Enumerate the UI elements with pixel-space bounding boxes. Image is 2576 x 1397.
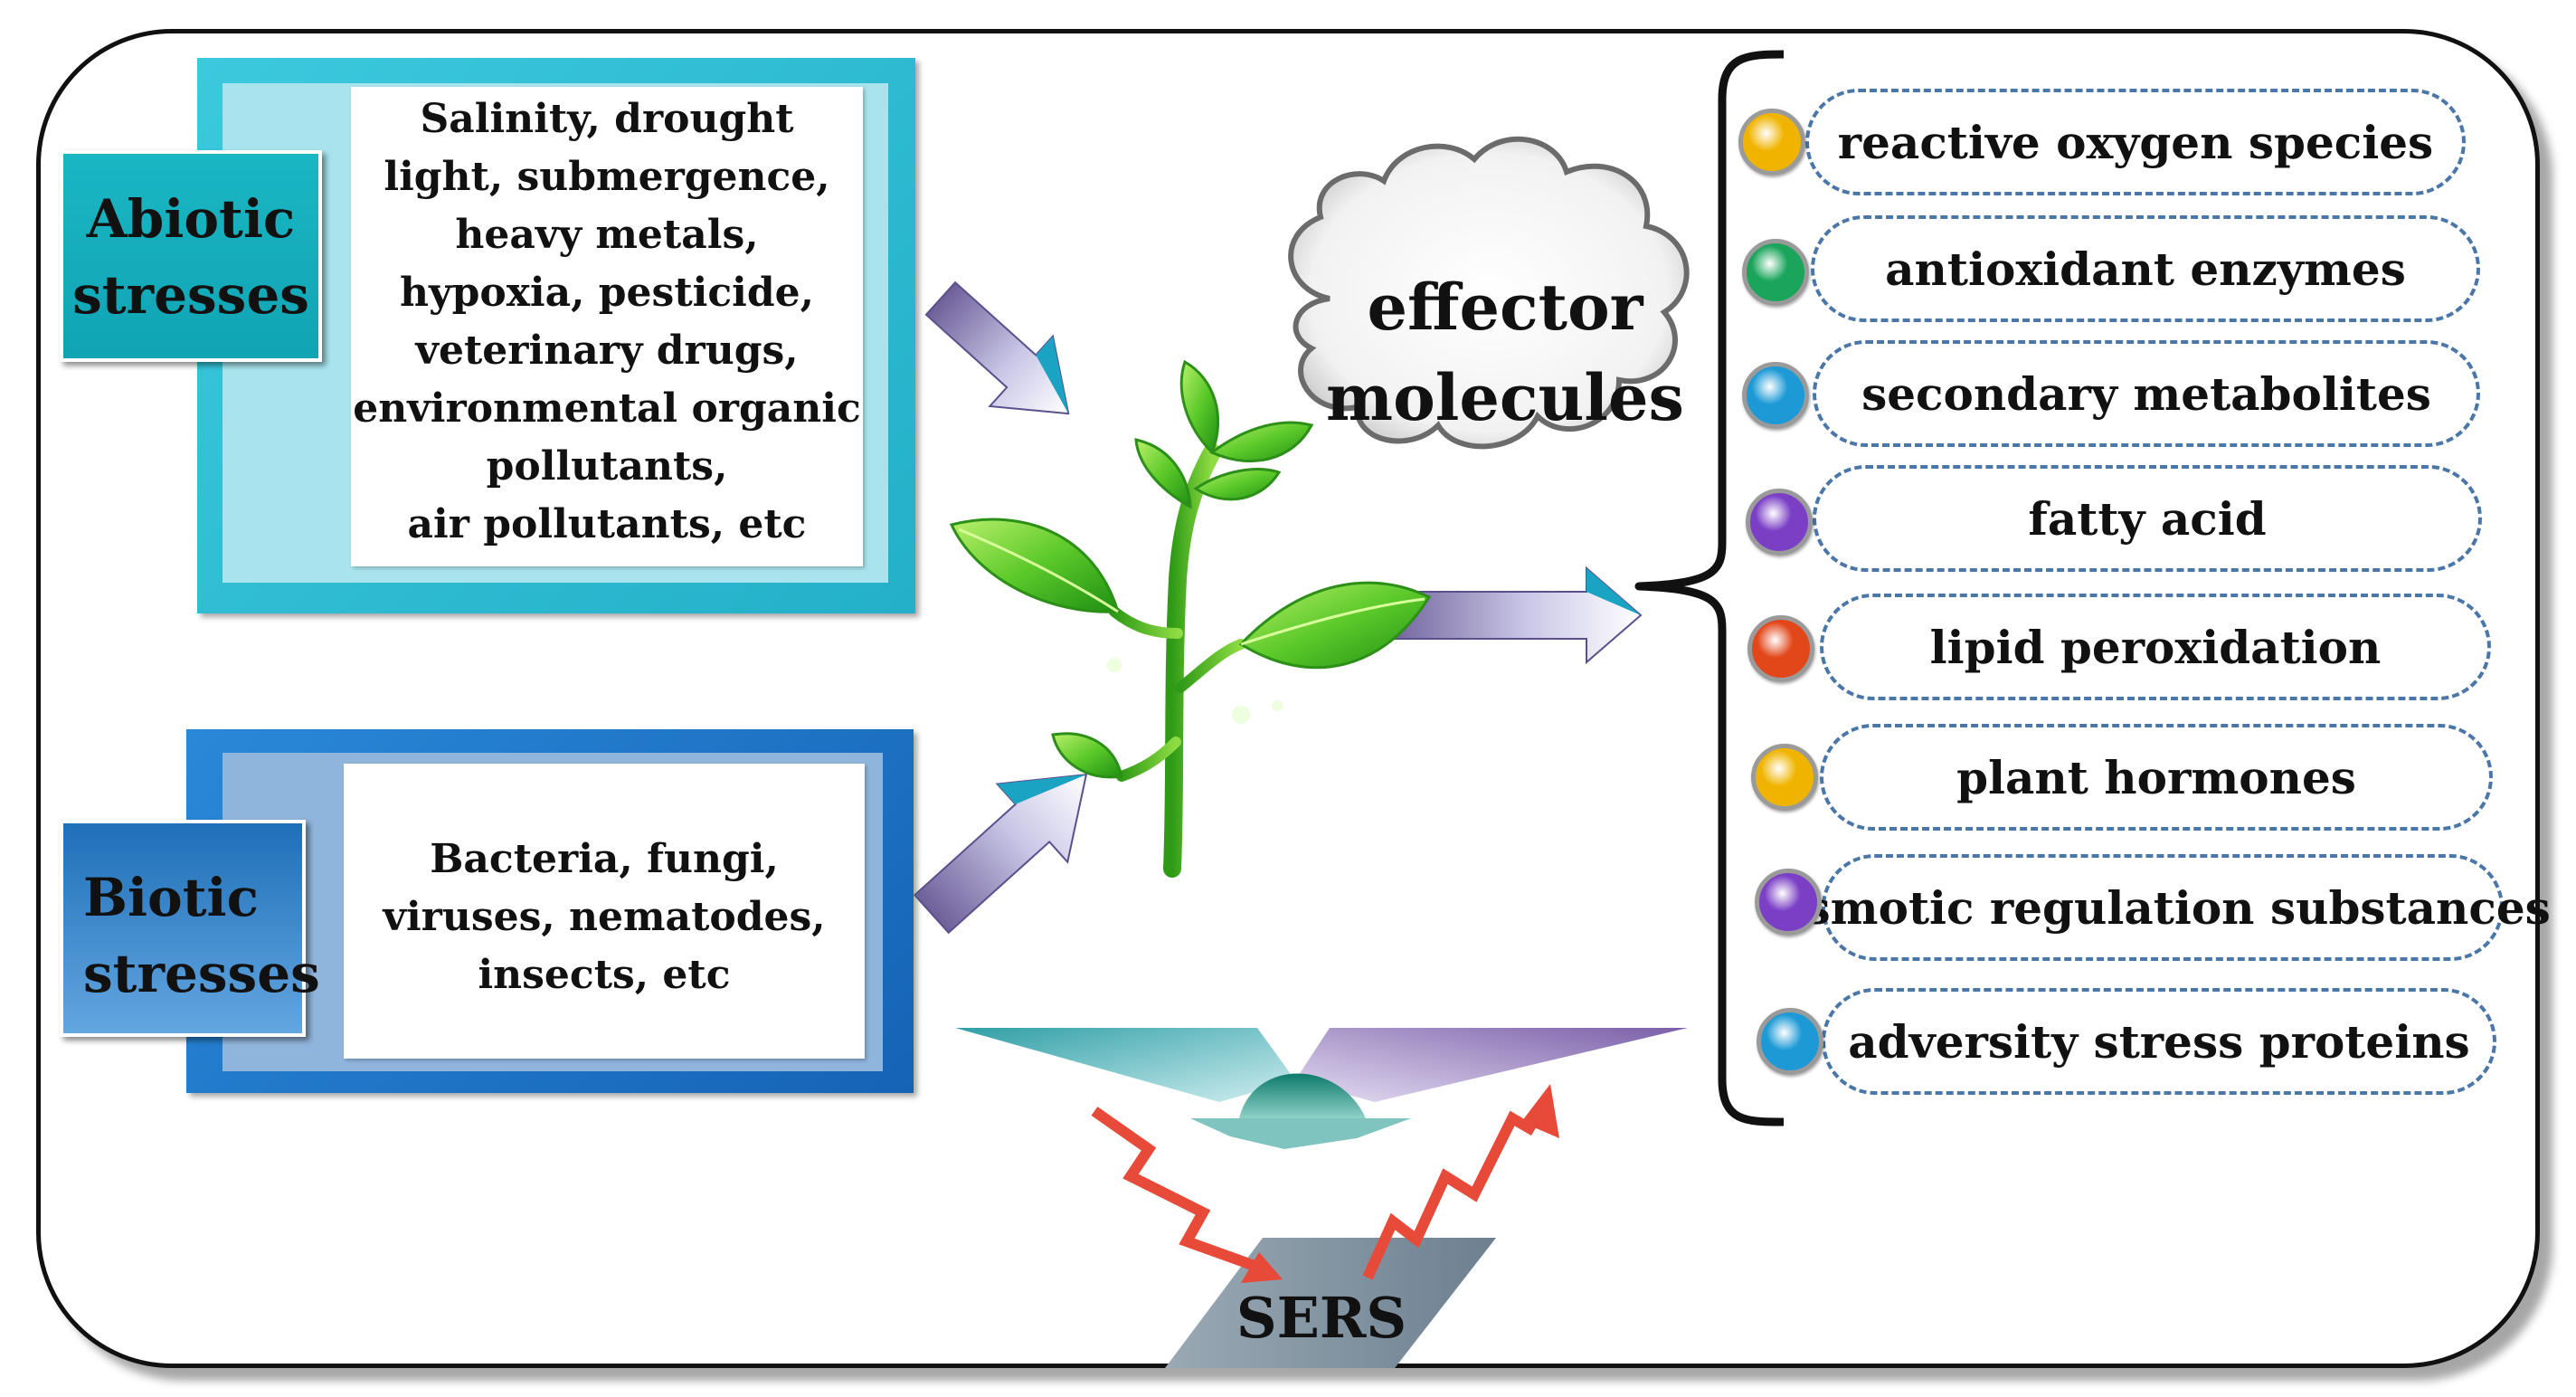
sers-label: SERS [1236,1285,1407,1351]
effector-item: lipid peroxidation [1820,594,2491,700]
abiotic-line: light, submergence, [384,154,830,200]
abiotic-line: air pollutants, etc [407,501,807,547]
biotic-line: viruses, nematodes, [383,894,826,940]
effector-item: fatty acid [1813,465,2482,572]
effector-item: antioxidant enzymes [1811,215,2480,322]
plant-icon [949,359,1432,878]
abiotic-line: Salinity, drought [420,96,794,142]
biotic-stresses-label: Biotic stresses [60,820,320,1037]
effector-bullet-icon [1738,109,1805,176]
abiotic-line: heavy metals, [455,212,759,258]
effector-bullet-icon [1746,489,1813,556]
abiotic-line: pollutants, [486,443,728,489]
effector-label: secondary metabolites [1861,366,2431,421]
effector-label: reactive oxygen species [1837,115,2434,169]
effector-item: adversity stress proteins [1822,988,2496,1095]
effector-bullet-icon [1742,362,1809,429]
abiotic-label-line: Abiotic [86,188,296,250]
biotic-arrow-icon [913,773,1088,935]
effector-label: lipid peroxidation [1929,620,2382,674]
effector-bullet-icon [1747,615,1814,682]
abiotic-line: hypoxia, pesticide, [400,270,814,316]
biotic-line: insects, etc [478,952,731,998]
plant-to-effector-arrow-icon [1383,565,1643,665]
effector-bullet-icon [1755,869,1822,936]
biotic-line: Bacteria, fungi, [430,836,779,882]
abiotic-panel-content [351,87,863,566]
brace-icon [1634,50,1785,1126]
abiotic-stresses-label: Abiotic stresses [60,150,322,362]
prism-icon [955,1028,1688,1149]
cloud-line: molecules [1326,360,1684,435]
effector-label: adversity stress proteins [1848,1014,2470,1069]
abiotic-label-line: stresses [72,264,309,326]
effector-label: fatty acid [2028,491,2267,546]
biotic-stress-list: Bacteria, fungi, viruses, nematodes, ins… [344,831,865,1004]
effector-item: plant hormones [1820,724,2493,831]
abiotic-arrow-icon [924,280,1070,415]
effector-label: antioxidant enzymes [1885,242,2406,296]
effector-item: secondary metabolites [1813,340,2480,447]
scattered-signal-arrow-icon [1362,1084,1559,1280]
abiotic-stress-list: Salinity, drought light, submergence, he… [351,90,863,554]
effector-bullet-icon [1742,239,1809,306]
effector-label: plant hormones [1956,750,2356,804]
biotic-label-line: stresses [83,943,320,1004]
effector-bullet-icon [1757,1008,1823,1075]
effector-item: reactive oxygen species [1805,89,2466,195]
effector-molecules-cloud: effector molecules [1297,262,1713,443]
abiotic-line: veterinary drugs, [415,328,799,374]
effector-item: osmotic regulation substances [1775,854,2551,961]
biotic-panel-content [344,764,865,1059]
biotic-label-line: Biotic [83,867,259,928]
sers-plate-icon [1165,1238,1496,1368]
effector-label: osmotic regulation substances [1775,880,2551,935]
abiotic-line: environmental organic [353,385,861,432]
cloud-icon [1288,136,1690,450]
effector-bullet-icon [1751,744,1818,811]
incoming-laser-arrow-icon [1091,1107,1283,1283]
cloud-line: effector [1367,270,1643,345]
